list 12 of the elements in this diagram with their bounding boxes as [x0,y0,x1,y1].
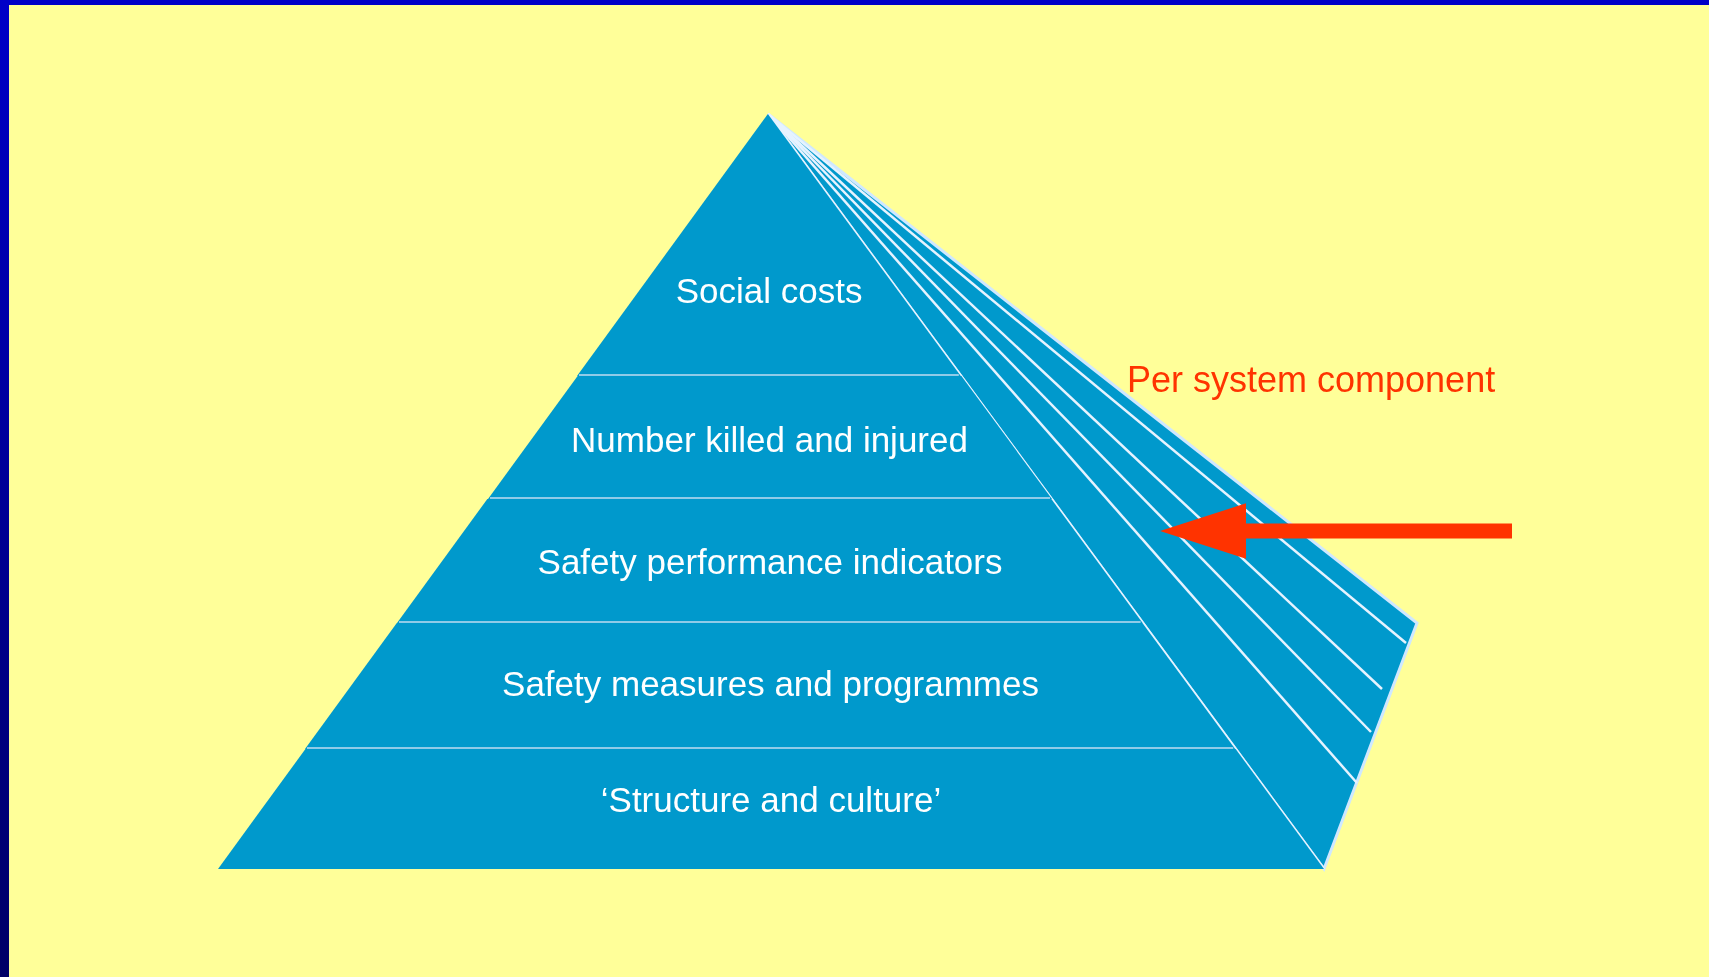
layer-label: ‘Structure and culture’ [600,780,942,820]
pyramid-layer [577,114,961,376]
layer-label: Safety performance indicators [537,542,1003,582]
arrow [1160,503,1512,559]
layer-label: Number killed and injured [571,420,968,460]
pyramid-layer [305,623,1236,749]
annotation-label: Per system component [1127,360,1496,400]
layer-label: Safety measures and programmes [502,664,1039,704]
pyramid-layer [397,499,1143,623]
pyramid-layer [487,376,1052,499]
pyramid-layer [218,749,1324,869]
layer-label: Social costs [675,271,863,311]
